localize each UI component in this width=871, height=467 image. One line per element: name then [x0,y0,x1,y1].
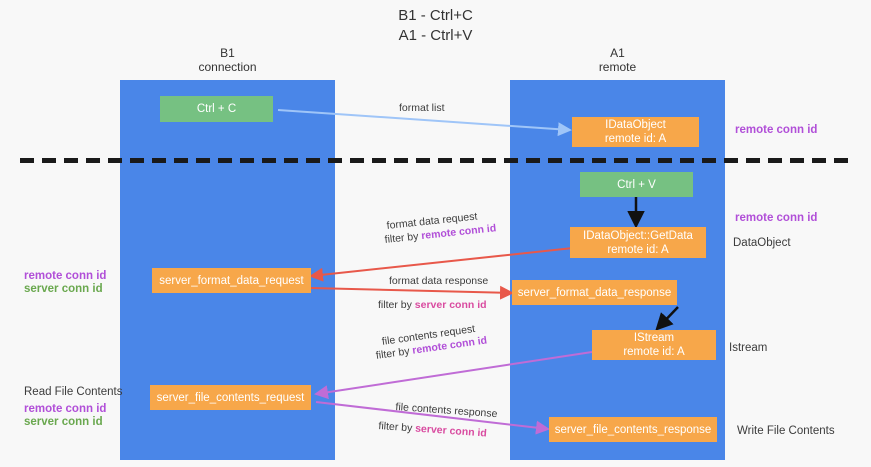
filter-key-server-conn-id-1: server conn id [414,299,487,311]
right-label-write-file-contents: Write File Contents [737,425,835,437]
right-label-remote-conn-id-mid: remote conn id [735,212,818,224]
box-istream[interactable]: IStream remote id: A [592,330,716,360]
left-label-server-conn-id: server conn id [24,283,103,295]
lane-b1-name: B1 [220,46,235,60]
title-line-1: B1 - Ctrl+C [398,7,473,24]
filter-prefix-4: filter by [378,419,416,435]
box-ctrl-v-label: Ctrl + V [617,178,656,191]
phase-divider [20,158,855,163]
left-label-remote-conn-id-2: remote conn id [24,403,107,415]
arrow-getdata-istream [655,306,679,331]
arrow-format-list [277,109,572,137]
right-label-dataobject: DataObject [733,237,791,249]
box-ctrl-v[interactable]: Ctrl + V [580,172,693,197]
label-format-data-response-filter: filter by server conn id [378,298,487,312]
left-label-read-file-contents: Read File Contents [24,386,123,398]
box-server-file-contents-request-label: server_file_contents_request [156,391,305,404]
box-server-format-data-request-label: server_format_data_request [159,274,304,287]
box-idataobject[interactable]: IDataObject remote id: A [572,117,699,147]
box-server-format-data-response[interactable]: server_format_data_response [512,280,677,305]
lane-b1-role: connection [198,60,257,74]
box-getdata[interactable]: IDataObject::GetData remote id: A [570,227,706,258]
arrow-format-data-response [310,285,514,300]
box-server-format-data-response-label: server_format_data_response [517,286,672,299]
box-server-file-contents-request[interactable]: server_file_contents_request [150,385,311,410]
box-idataobject-line1: IDataObject [605,119,666,131]
box-ctrl-c-label: Ctrl + C [196,103,237,115]
left-label-server-conn-id-2: server conn id [24,416,103,428]
page-title: B1 - Ctrl+C A1 - Ctrl+V [0,6,871,46]
label-format-list: format list [399,102,445,114]
box-server-file-contents-response[interactable]: server_file_contents_response [549,417,717,442]
lane-header-b1: B1 connection [120,46,335,74]
left-label-remote-conn-id: remote conn id [24,270,107,282]
filter-prefix-2: filter by [378,299,415,311]
box-getdata-line2: remote id: A [607,243,669,256]
box-server-file-contents-response-label: server_file_contents_response [554,423,712,436]
right-label-istream: Istream [729,342,768,354]
box-istream-line2: remote id: A [623,346,685,358]
lane-header-a1: A1 remote [510,46,725,74]
box-idataobject-line2: remote id: A [604,133,667,145]
arrow-file-contents-response [315,401,550,435]
box-istream-line1: IStream [633,332,675,344]
arrow-file-contents-request [314,351,593,400]
right-label-remote-conn-id-top: remote conn id [735,124,818,136]
lane-a1-name: A1 [610,46,625,60]
box-ctrl-c[interactable]: Ctrl + C [160,96,273,122]
label-format-data-response: format data response [389,275,489,287]
filter-prefix-1: filter by [384,230,422,246]
box-server-format-data-request[interactable]: server_format_data_request [152,268,311,293]
title-line-2: A1 - Ctrl+V [398,27,473,44]
lane-a1-role: remote [598,60,637,74]
box-getdata-line1: IDataObject::GetData [583,229,693,242]
arrow-format-data-request [309,247,574,282]
